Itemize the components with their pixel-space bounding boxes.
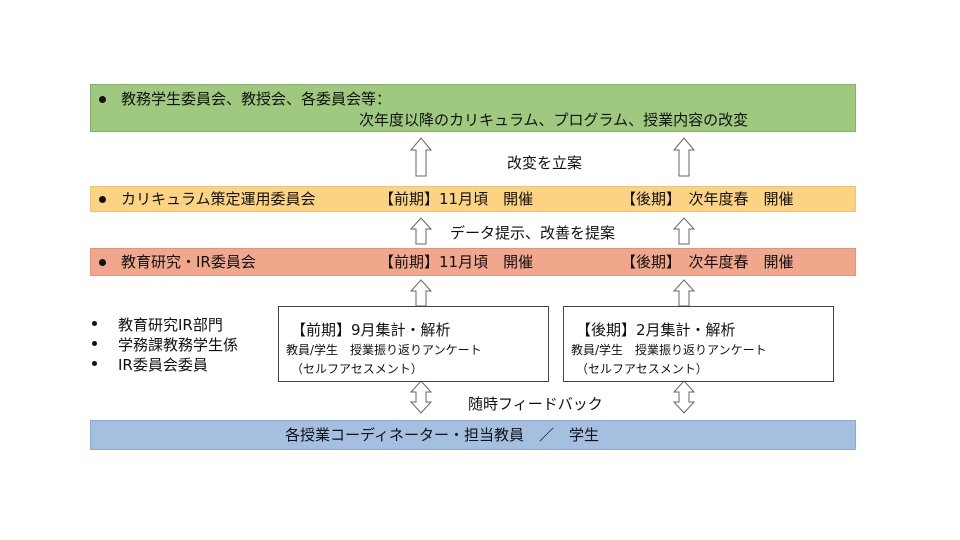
bottom-text: 各授業コーディネーター・担当教員 ／ 学生 bbox=[285, 426, 599, 444]
ir-committee-second: 【後期】 次年度春 開催 bbox=[621, 253, 794, 271]
label-plan: 改変を立案 bbox=[507, 154, 583, 172]
up-arrow-icon bbox=[409, 217, 433, 245]
up-arrow-icon bbox=[409, 279, 433, 307]
up-arrow-icon bbox=[672, 217, 696, 245]
bottom-band: 各授業コーディネーター・担当教員 ／ 学生 bbox=[90, 420, 856, 450]
box-head: 【前期】9月集計・解析 bbox=[291, 321, 451, 339]
double-arrow-icon bbox=[672, 380, 696, 414]
ir-committee-band: 教育研究・IR委員会 【前期】11月頃 開催 【後期】 次年度春 開催 bbox=[90, 248, 856, 276]
bullet-icon bbox=[99, 259, 106, 266]
committee-line1: 教務学生委員会、教授会、各委員会等： bbox=[121, 90, 392, 108]
curriculum-band: カリキュラム策定運用委員会 【前期】11月頃 開催 【後期】 次年度春 開催 bbox=[90, 186, 856, 212]
label-data: データ提示、改善を提案 bbox=[450, 224, 616, 242]
committee-band: 教務学生委員会、教授会、各委員会等： 次年度以降のカリキュラム、プログラム、授業… bbox=[90, 84, 856, 132]
committee-line2: 次年度以降のカリキュラム、プログラム、授業内容の改変 bbox=[359, 111, 749, 129]
up-arrow-icon bbox=[409, 137, 433, 177]
bullet-icon bbox=[92, 321, 97, 326]
up-arrow-icon bbox=[672, 279, 696, 307]
curriculum-second: 【後期】 次年度春 開催 bbox=[621, 190, 794, 208]
box-line3: （セルフアセスメント） bbox=[576, 362, 708, 376]
bullet-icon bbox=[92, 341, 97, 346]
member-label: 学務課教務学生係 bbox=[118, 336, 239, 354]
bullet-icon bbox=[92, 361, 97, 366]
box-line3: （セルフアセスメント） bbox=[291, 362, 423, 376]
double-arrow-icon bbox=[409, 380, 433, 414]
label-feedback: 随時フィードバック bbox=[468, 395, 603, 413]
box-line2: 教員/学生 授業振り返りアンケート bbox=[286, 343, 482, 357]
box-line2: 教員/学生 授業振り返りアンケート bbox=[571, 343, 767, 357]
first-term-analysis-box: 【前期】9月集計・解析 教員/学生 授業振り返りアンケート （セルフアセスメント… bbox=[278, 306, 549, 382]
second-term-analysis-box: 【後期】2月集計・解析 教員/学生 授業振り返りアンケート （セルフアセスメント… bbox=[563, 306, 834, 382]
member-label: IR委員会委員 bbox=[118, 356, 208, 374]
box-head: 【後期】2月集計・解析 bbox=[576, 321, 736, 339]
bullet-icon bbox=[99, 196, 106, 203]
ir-committee-name: 教育研究・IR委員会 bbox=[121, 253, 256, 271]
curriculum-name: カリキュラム策定運用委員会 bbox=[121, 190, 316, 208]
up-arrow-icon bbox=[672, 137, 696, 177]
curriculum-first: 【前期】11月頃 開催 bbox=[379, 190, 534, 208]
ir-committee-first: 【前期】11月頃 開催 bbox=[379, 253, 534, 271]
member-label: 教育研究IR部門 bbox=[118, 316, 223, 334]
bullet-icon bbox=[99, 96, 106, 103]
